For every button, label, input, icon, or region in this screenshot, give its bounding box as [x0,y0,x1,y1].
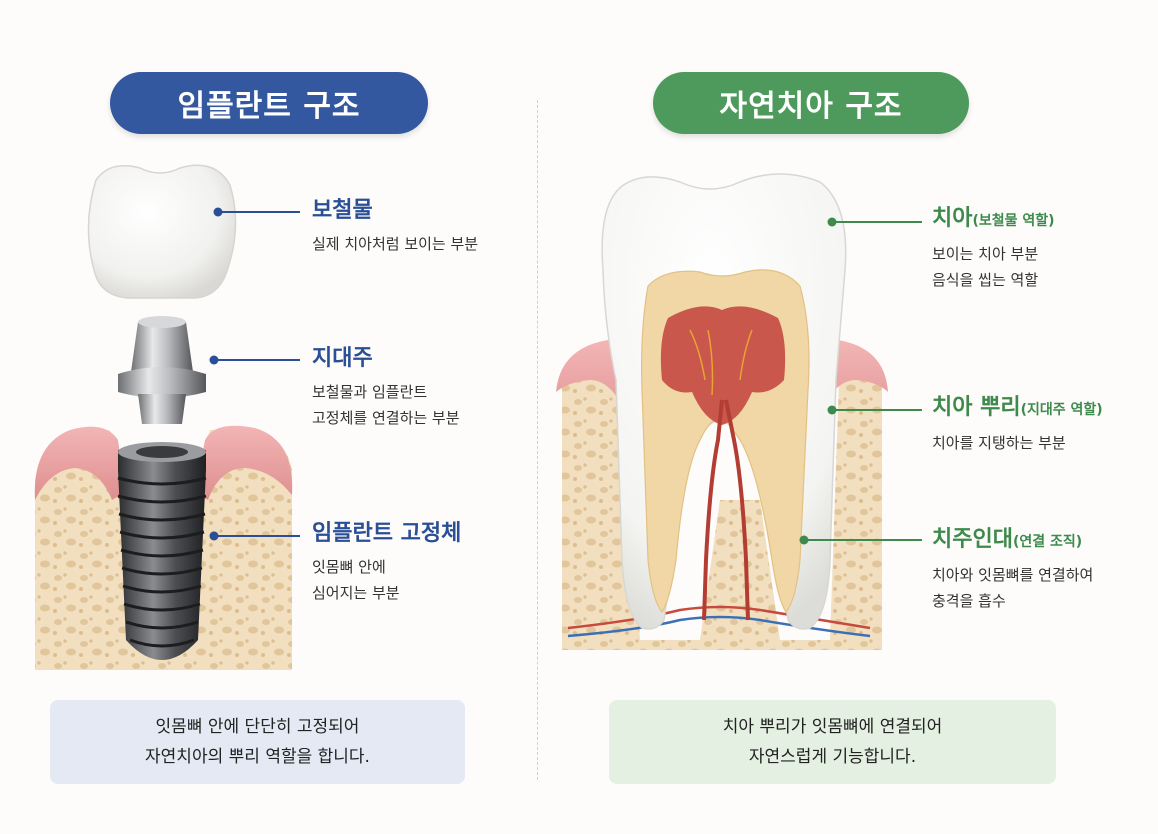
center-divider [537,100,538,780]
natural-tooth-heading: 자연치아 구조 [653,72,969,134]
implant-leader-lines [214,211,300,537]
label-fixture: 임플란트 고정체 잇몸뼈 안에 심어지는 부분 [312,520,461,606]
implant-note-line1: 잇몸뼈 안에 단단히 고정되어 [155,717,360,737]
label-crown-title: 보철물 [312,198,373,223]
label-tooth: 치아(보철물 역할) 보이는 치아 부분 음식을 씹는 역할 [932,205,1055,293]
label-root-title: 치아 뿌리 [932,395,1021,420]
tooth-leader-lines [804,221,922,541]
implant-summary-note: 잇몸뼈 안에 단단히 고정되어 자연치아의 뿌리 역할을 합니다. [50,700,465,784]
label-abutment: 지대주 보철물과 임플란트 고정체를 연결하는 부분 [312,345,460,431]
label-root-sub: (지대주 역할) [1020,402,1103,418]
label-abutment-desc-line1: 보철물과 임플란트 [312,383,428,401]
label-ligament: 치주인대(연결 조직) 치아와 잇몸뼈를 연결하여 충격을 흡수 [932,526,1093,614]
implant-note-line2: 자연치아의 뿌리 역할을 합니다. [145,747,370,767]
label-tooth-desc-line2: 음식을 씹는 역할 [932,271,1039,289]
implant-illustration [34,164,293,670]
implant-leader-dots [209,207,223,541]
label-root-desc: 치아를 지탱하는 부분 [932,434,1066,452]
crown-prosthesis [87,164,237,299]
blood-vessels [567,605,871,638]
gum-tissue [34,425,293,500]
label-tooth-desc-line1: 보이는 치아 부분 [932,245,1039,263]
label-ligament-sub: (연결 조직) [1012,534,1083,550]
label-abutment-desc-line2: 고정체를 연결하는 부분 [312,409,460,427]
label-root: 치아 뿌리(지대주 역할) 치아를 지탱하는 부분 [932,394,1103,456]
tooth-note-line2: 자연스럽게 기능합니다. [748,747,917,767]
label-fixture-title: 임플란트 고정체 [312,521,462,546]
label-tooth-title: 치아 [932,206,973,231]
label-crown-desc: 실제 치아처럼 보이는 부분 [312,235,479,253]
tooth-body [601,173,847,630]
label-abutment-title: 지대주 [312,346,373,371]
implant-fixture [117,442,207,660]
label-tooth-sub: (보철물 역할) [972,213,1055,229]
label-fixture-desc-line2: 심어지는 부분 [312,584,400,602]
implant-structure-heading: 임플란트 구조 [110,72,428,134]
label-ligament-title: 치주인대 [932,527,1013,552]
abutment [118,316,206,424]
label-fixture-desc-line1: 잇몸뼈 안에 [312,558,386,576]
label-ligament-desc-line2: 충격을 흡수 [932,592,1006,610]
label-ligament-desc-line1: 치아와 잇몸뼈를 연결하여 [932,566,1094,584]
tooth-summary-note: 치아 뿌리가 잇몸뼈에 연결되어 자연스럽게 기능합니다. [609,700,1056,784]
tooth-leader-dots [799,217,837,545]
tooth-note-line1: 치아 뿌리가 잇몸뼈에 연결되어 [722,717,943,737]
natural-tooth-illustration [556,173,888,650]
label-crown: 보철물 실제 치아처럼 보이는 부분 [312,197,478,257]
